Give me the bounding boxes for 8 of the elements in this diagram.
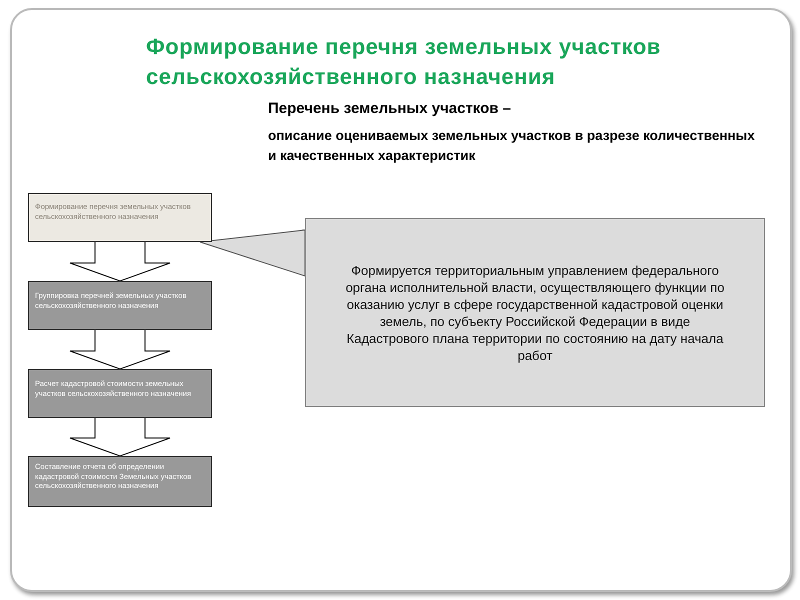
callout-box: Формируется территориальным управлением федерального органа исполнительной власти, осуществляющего функции по оказанию услуг в сфере государственной кадастровой оценки земель, по субъекту Российской Федерации в виде Кадастрового плана территории по состоянию на дату начала работ [305,218,765,407]
block-arrow [70,418,170,457]
callout-pointer [200,229,306,277]
subheading: Перечень земельных участков – [268,99,512,119]
block-arrow [70,330,170,370]
block-arrow [70,242,170,282]
description-text: описание оцениваемых земельных участков в разрезе количественных и качественных характеристик [268,127,756,165]
title: Формирование перечня земельных участков сельскохозяйственного назначения [146,33,662,91]
